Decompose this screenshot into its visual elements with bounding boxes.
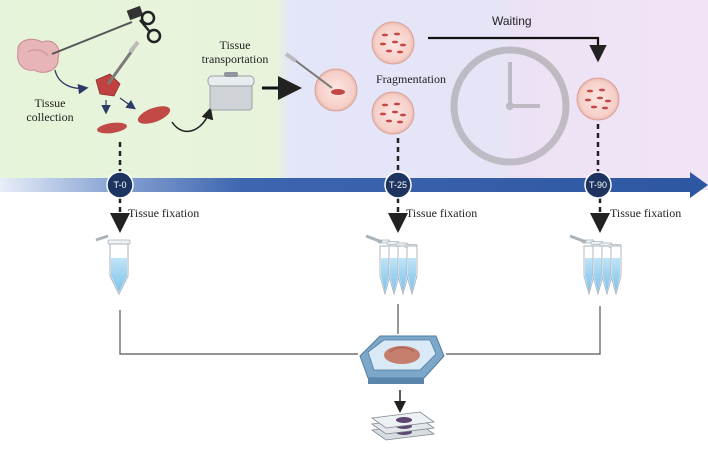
tissue-piece-icon <box>95 40 140 97</box>
arrow-diag-small <box>119 97 136 110</box>
tissue-fragment <box>385 119 393 123</box>
label-fragmentation: Fragmentation <box>376 72 446 86</box>
tissue-fragment <box>393 102 401 106</box>
tissue-fragment <box>381 103 389 107</box>
tissue-fragment <box>596 96 604 100</box>
timepoint-marker-t90: T-90 <box>584 171 612 199</box>
tissue-processor-icon <box>359 335 445 384</box>
tube-liquid <box>594 258 602 292</box>
laparoscopic-grasper-icon <box>51 5 162 55</box>
timepoint-label: T-90 <box>589 180 607 190</box>
timepoint-label: T-25 <box>389 180 407 190</box>
tissue-fragment <box>590 105 598 109</box>
organ-icon <box>17 38 60 73</box>
tube-cap-hinge <box>569 234 587 244</box>
tissue-fragment <box>584 98 592 102</box>
label-waiting: Waiting <box>492 14 532 28</box>
tissue-slice-2 <box>137 106 171 124</box>
petri-dish-icon <box>576 77 620 121</box>
curved-arrow-1 <box>54 69 89 95</box>
tube-cap-hinge <box>365 234 383 244</box>
slide-stack-icon <box>370 411 436 441</box>
label-fixation-t90: Tissue fixation <box>610 206 682 220</box>
tissue-fragment <box>391 40 399 44</box>
tissue-fragment <box>381 33 389 37</box>
tissue-fragment <box>396 50 404 54</box>
tissue-fragment <box>396 120 404 124</box>
tube-rack-t90 <box>569 234 622 296</box>
tube-liquid <box>612 258 620 292</box>
tissue-fragment <box>399 43 407 47</box>
label-fixation-t25: Tissue fixation <box>406 206 478 220</box>
tube-icon <box>95 234 131 296</box>
connector-lines <box>119 304 601 355</box>
waiting-arrow <box>428 36 607 63</box>
tube-liquid <box>585 258 593 292</box>
label-tissue-collection: Tissue collection <box>26 96 74 124</box>
label-tissue-transportation: Tissue transportation <box>201 38 269 66</box>
tissue-fragment <box>391 110 399 114</box>
tissue-fragment <box>399 113 407 117</box>
timepoint-label: T-0 <box>113 180 126 190</box>
timepoint-marker-t0: T-0 <box>106 171 134 199</box>
tube-liquid <box>399 258 407 292</box>
tube-liquid <box>603 258 611 292</box>
curved-arrow-2 <box>171 107 214 133</box>
timeline <box>0 172 708 198</box>
tube-liquid <box>381 258 389 292</box>
clock-icon <box>450 46 570 166</box>
cooler-box-icon <box>207 72 255 111</box>
tissue-fragment <box>393 32 401 36</box>
tissue-fragment <box>379 42 387 46</box>
timepoint-marker-t25: T-25 <box>384 171 412 199</box>
tube-rack-t25 <box>365 234 418 296</box>
petri-dish-icon <box>371 21 415 65</box>
tissue-fragment <box>601 106 609 110</box>
tissue-slice-1 <box>97 122 127 134</box>
tube-liquid <box>390 258 398 292</box>
tissue-fragment <box>385 49 393 53</box>
tissue-fragment <box>379 112 387 116</box>
tube-liquid <box>408 258 416 292</box>
tissue-fragment <box>598 88 606 92</box>
label-fixation-t0: Tissue fixation <box>128 206 200 220</box>
tissue-fragment <box>586 89 594 93</box>
petri-dish-icon <box>284 52 358 112</box>
tissue-fragment <box>604 99 612 103</box>
petri-dish-icon <box>371 91 415 135</box>
